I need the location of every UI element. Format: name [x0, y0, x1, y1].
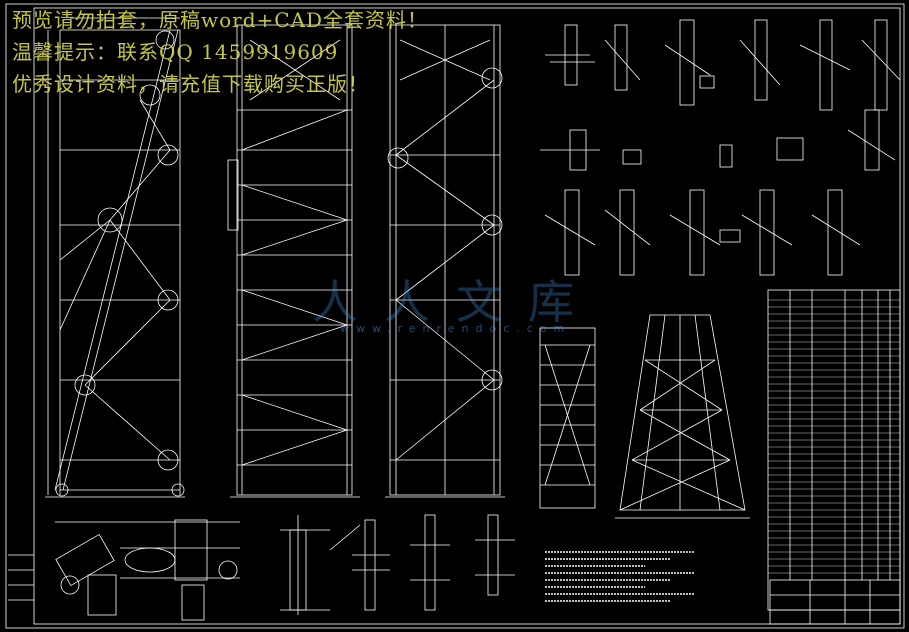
title-block	[769, 579, 901, 625]
parts-list-table	[767, 289, 901, 611]
bottom-section-details	[280, 514, 515, 615]
joint-details-row-2	[540, 109, 896, 171]
notice-line-3: 优秀设计资料，请充值下载购买正版！	[12, 72, 369, 96]
joint-details-row-1	[545, 19, 901, 111]
technical-notes-text-block	[545, 551, 695, 602]
bracing-elevation-small	[539, 327, 596, 509]
parts-list-rows	[768, 299, 900, 574]
bottom-joint-detail-left	[55, 519, 240, 621]
tower-side-view-1	[45, 17, 185, 498]
notice-line-1: 预览请勿拍套，原稿word+CAD全套资料！	[12, 8, 429, 32]
notice-line-2: 温馨提示：联系QQ 1459919609	[12, 40, 339, 64]
watermark-site: www.renrendoc.com	[340, 322, 572, 335]
drawing-border	[5, 3, 905, 629]
tower-side-view-2	[385, 24, 505, 498]
tower-front-view	[227, 24, 360, 498]
joint-details-row-3	[544, 189, 861, 276]
watermark-characters: 人人文库	[312, 275, 600, 329]
tower-trapezoid-elevation	[615, 314, 750, 519]
